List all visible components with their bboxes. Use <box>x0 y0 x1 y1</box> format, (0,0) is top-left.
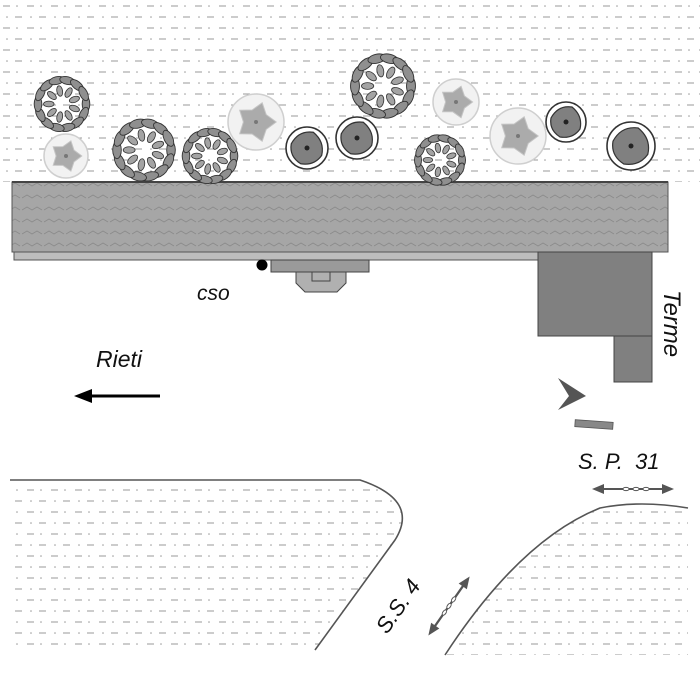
terme-label: Terme <box>658 290 685 357</box>
trees-layer <box>33 53 656 186</box>
terme-building-main <box>537 251 653 337</box>
round-tree-icon <box>606 121 656 171</box>
ss4-label: S.S. 4 <box>371 574 426 637</box>
leafy-tree-icon <box>350 53 416 119</box>
round-tree-icon <box>285 126 329 170</box>
platform-edge <box>13 251 550 261</box>
terme-building-annex <box>613 335 653 383</box>
sp31-label: S. P. 31 <box>578 449 660 474</box>
station-kiosk <box>295 271 347 293</box>
road-marker <box>574 419 614 430</box>
road-edge-left <box>10 479 404 651</box>
chevron-right-icon <box>558 378 586 410</box>
platform-band <box>11 181 669 253</box>
field-bottom-left <box>10 480 403 650</box>
field-bottom-right <box>445 504 688 655</box>
leafy-tree-icon <box>181 128 239 184</box>
leafy-tree-icon <box>414 134 466 186</box>
double-arrow-icon <box>592 484 674 494</box>
shrub-icon <box>227 93 285 151</box>
arrow-left-icon <box>74 389 160 403</box>
leafy-tree-icon <box>112 118 176 182</box>
station-shelter <box>270 259 370 273</box>
station-kiosk-inner <box>311 272 331 282</box>
round-tree-icon <box>335 116 379 160</box>
round-tree-icon <box>545 101 587 143</box>
shrub-icon <box>432 78 480 126</box>
road-edge-right <box>444 503 689 656</box>
shrub-icon <box>43 133 89 179</box>
rieti-label: Rieti <box>96 346 143 372</box>
station-dot-icon <box>256 259 268 271</box>
station-label: cso <box>197 282 230 305</box>
shrub-icon <box>489 107 547 165</box>
double-arrow-icon <box>428 576 470 636</box>
leafy-tree-icon <box>33 76 91 132</box>
